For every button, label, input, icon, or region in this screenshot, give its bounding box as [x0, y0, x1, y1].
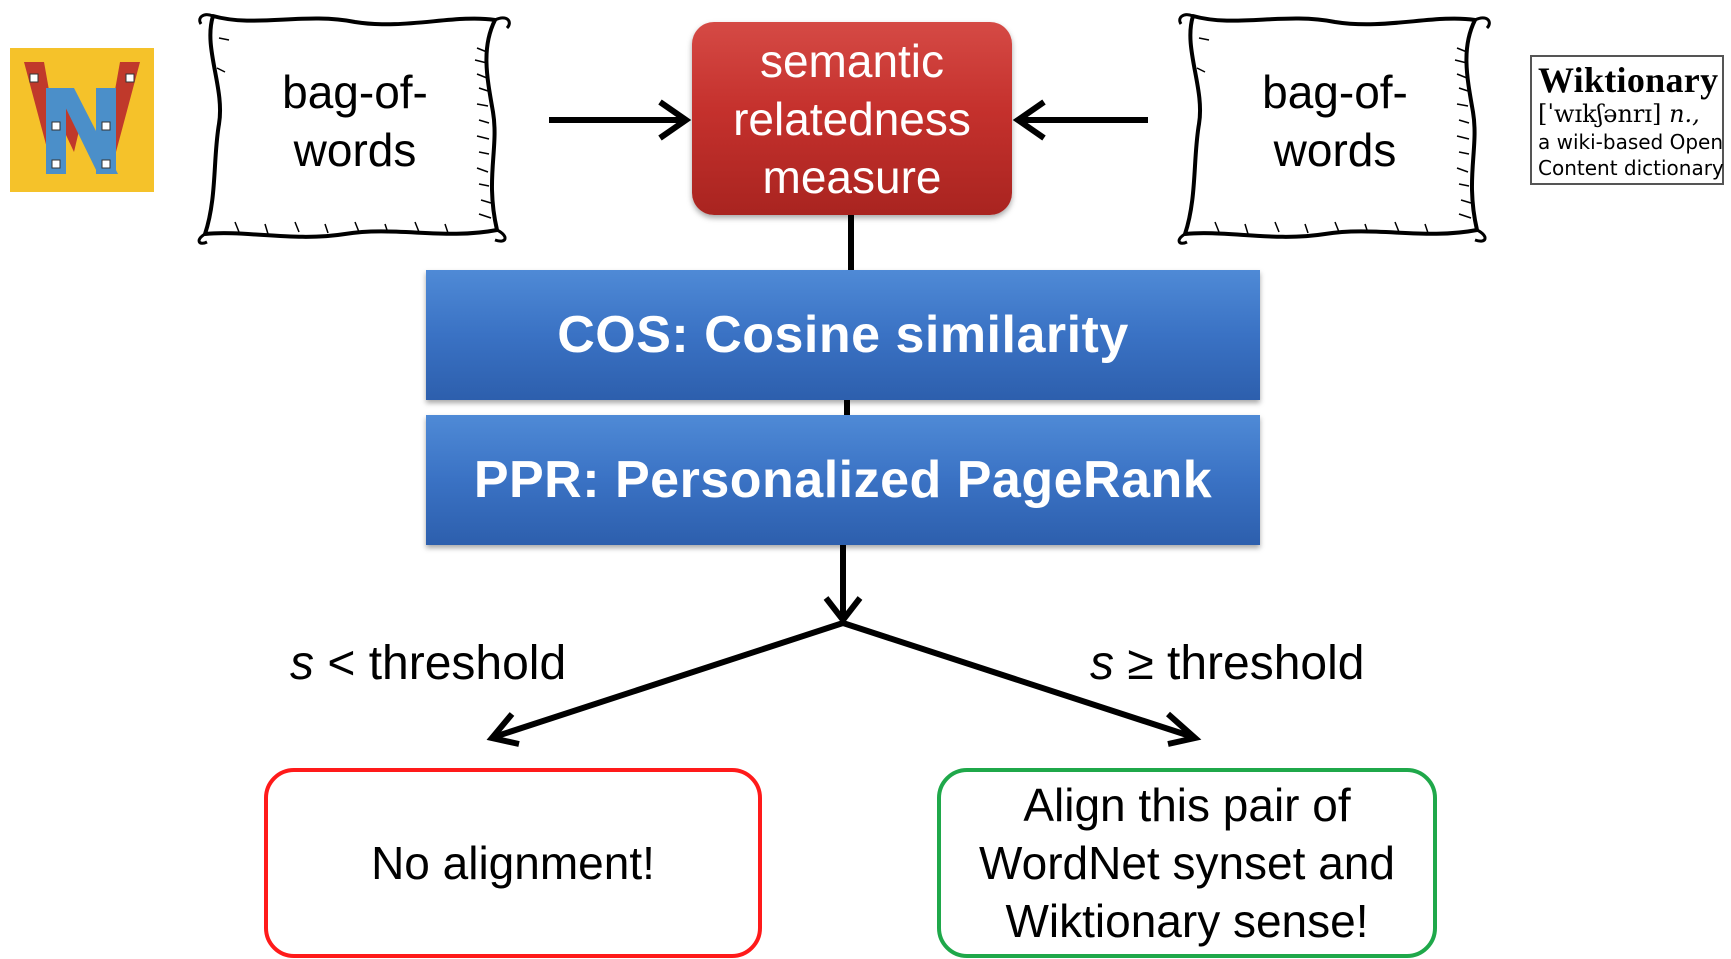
wiktionary-pos: n., [1669, 100, 1700, 128]
sack-right-line1: bag-of- [1262, 66, 1408, 118]
align-pair-box: Align this pair of WordNet synset and Wi… [937, 768, 1437, 958]
threshold-below-var: s [290, 637, 314, 690]
threshold-above-var: s [1090, 637, 1114, 690]
sack-right-line2: words [1273, 124, 1397, 176]
sack-icon [1177, 13, 1491, 245]
wiktionary-line1: a wiki-based Open [1538, 130, 1724, 154]
wordnet-logo [10, 48, 154, 192]
align-line1: Align this pair of [1023, 779, 1351, 831]
threshold-below-label: s < threshold [290, 636, 566, 692]
wiktionary-ipa: [ˈwɪkʃənrɪ] [1538, 100, 1662, 128]
personalized-pagerank-bar: PPR: Personalized PageRank [426, 415, 1260, 545]
wiktionary-line2: Content dictionary [1538, 156, 1724, 180]
bag-of-words-right: bag-of- words [1175, 8, 1495, 248]
sack-left-line1: bag-of- [282, 66, 428, 118]
sack-icon [197, 13, 511, 245]
wiktionary-logo: Wiktionary [ˈwɪkʃənrɪ] n., a wiki-based … [1530, 55, 1724, 185]
no-alignment-label: No alignment! [371, 837, 655, 889]
measure-line3: measure [762, 150, 942, 203]
right-sack-arrow-head [1012, 99, 1046, 141]
branch-right-line [842, 620, 1194, 740]
branch-left-line [493, 620, 844, 740]
threshold-above-label: s ≥ threshold [1090, 636, 1364, 692]
wiktionary-title: Wiktionary [1538, 60, 1719, 100]
cosine-similarity-label: COS: Cosine similarity [557, 306, 1129, 364]
align-line2: WordNet synset and [979, 837, 1395, 889]
threshold-below-text: < threshold [314, 637, 567, 690]
align-line3: Wiktionary sense! [1005, 895, 1369, 947]
branch-right-head [1166, 711, 1202, 747]
threshold-above-text: ≥ threshold [1114, 637, 1365, 690]
measure-line2: relatedness [733, 92, 971, 145]
sack-left-line2: words [293, 124, 417, 176]
ppr-arrow-head [823, 596, 863, 625]
personalized-pagerank-label: PPR: Personalized PageRank [473, 451, 1213, 509]
bag-of-words-left: bag-of- words [195, 8, 515, 248]
branch-left-head [486, 712, 520, 747]
measure-line1: semantic [759, 34, 945, 87]
wiktionary-pronunciation: [ˈwɪkʃənrɪ] n., [1538, 99, 1716, 129]
cosine-similarity-bar: COS: Cosine similarity [426, 270, 1260, 400]
semantic-relatedness-measure-box: semantic relatedness measure [692, 22, 1012, 215]
no-alignment-box: No alignment! [264, 768, 762, 958]
left-sack-arrow-head [658, 99, 692, 141]
